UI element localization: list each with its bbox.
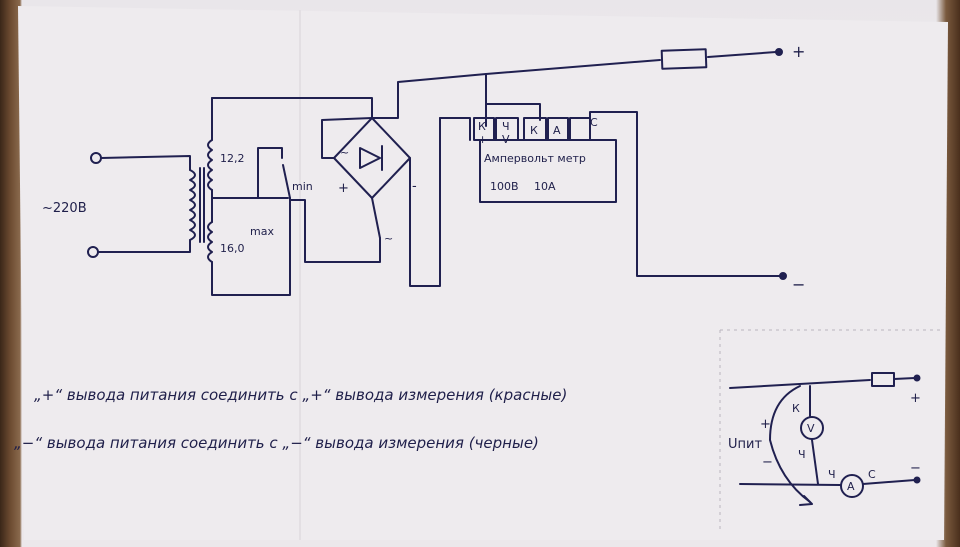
inset-minus-label: −: [762, 455, 773, 470]
note-line-1: „+“ вывода питания соединить с „+“ вывод…: [34, 386, 567, 404]
bridge-ac-bottom-label: ~: [384, 232, 393, 245]
output-minus-terminal: [779, 272, 787, 280]
inset-voltmeter-label: V: [807, 422, 815, 435]
paper-sheet: [18, 6, 948, 540]
meter-term-a: [547, 117, 569, 141]
inset-arrow-head: [799, 495, 813, 506]
meter-range-voltage: 100В: [490, 180, 519, 193]
meter-title: Ампервольт метр: [484, 152, 586, 165]
output-minus-label: −: [792, 275, 805, 294]
inset-u-label: Uпит: [728, 437, 762, 452]
bridge-to-positive-bus: [371, 73, 487, 119]
bridge-ac-top-label: ~: [340, 146, 349, 159]
negative-bus: [589, 111, 781, 277]
meter-term-ch1-label: Ч: [502, 120, 510, 133]
inset-ch-left-label: Ч: [798, 448, 806, 461]
meter-term-k2: [523, 117, 547, 141]
inset-negative-line-2: [862, 479, 916, 485]
inset-voltmeter: [800, 416, 824, 440]
secondary-coil-lower: [207, 221, 213, 263]
meter-term-c: [569, 117, 591, 141]
meter-term-k1: [473, 117, 495, 141]
inset-minus-terminal: [913, 476, 921, 484]
inset-voltage-arrow: [769, 385, 811, 503]
meter-term-v: [495, 117, 519, 141]
inset-positive-line-2: [893, 377, 916, 380]
input-voltage-label: ~220В: [42, 201, 87, 216]
secondary-top-wire: [211, 97, 373, 119]
bridge-plus-wire: [321, 117, 373, 159]
bridge-ac-bottom-wire: [371, 197, 381, 239]
meter-minus-lead: [439, 117, 471, 141]
inset-negative-line-1: [739, 483, 841, 486]
output-plus-terminal: [775, 48, 783, 56]
bridge-minus-wire: [409, 117, 441, 287]
meter-term-k2-label: К: [530, 124, 538, 137]
meter-range-current: 10А: [534, 180, 556, 193]
inset-c-label: С: [868, 468, 876, 481]
primary-lead-top: [100, 155, 191, 171]
secondary-coil-upper: [207, 139, 213, 191]
inset-ammeter-label: A: [847, 480, 855, 493]
positive-bus-1: [485, 59, 661, 75]
inset-positive-line-1: [729, 379, 871, 389]
bridge-dc-minus-label: -: [412, 179, 417, 194]
primary-coil: [189, 169, 196, 241]
inset-ch-right-label: Ч: [828, 468, 836, 481]
note-line-2: „−“ вывода питания соединить с „−“ вывод…: [14, 434, 539, 452]
switch-blade: [282, 164, 291, 199]
tap-upper-label: 12,2: [220, 152, 245, 165]
inset-ammeter: [840, 474, 864, 498]
switch-min-label: min: [292, 180, 313, 193]
meter-term-k1-label: К: [478, 120, 486, 133]
switch-to-bridge-wire: [289, 199, 381, 263]
output-plus-label: +: [792, 42, 805, 61]
diode-symbol: [359, 147, 381, 169]
meter-term-plus-label: +: [478, 133, 487, 146]
inset-plus-label: +: [760, 417, 771, 432]
tap-lower-label: 16,0: [220, 242, 245, 255]
meter-term-v-label: V: [502, 133, 510, 146]
meter-term-a-label: А: [553, 124, 561, 137]
inset-k-label: К: [792, 402, 800, 415]
secondary-lead-bottom: [211, 197, 291, 296]
switch-max-label: max: [250, 225, 274, 238]
bridge-dc-plus-label: +: [338, 181, 349, 196]
fuse: [660, 48, 708, 70]
primary-lead-bottom: [97, 239, 191, 253]
inset-out-plus-label: +: [910, 391, 921, 406]
inset-plus-terminal: [913, 374, 921, 382]
inset-out-minus-label: −: [910, 461, 921, 476]
inset-v-lead-bottom: [811, 439, 819, 485]
meter-term-c-label: С: [590, 116, 598, 129]
meter-k-lead: [485, 73, 541, 121]
positive-bus-2: [707, 51, 777, 58]
